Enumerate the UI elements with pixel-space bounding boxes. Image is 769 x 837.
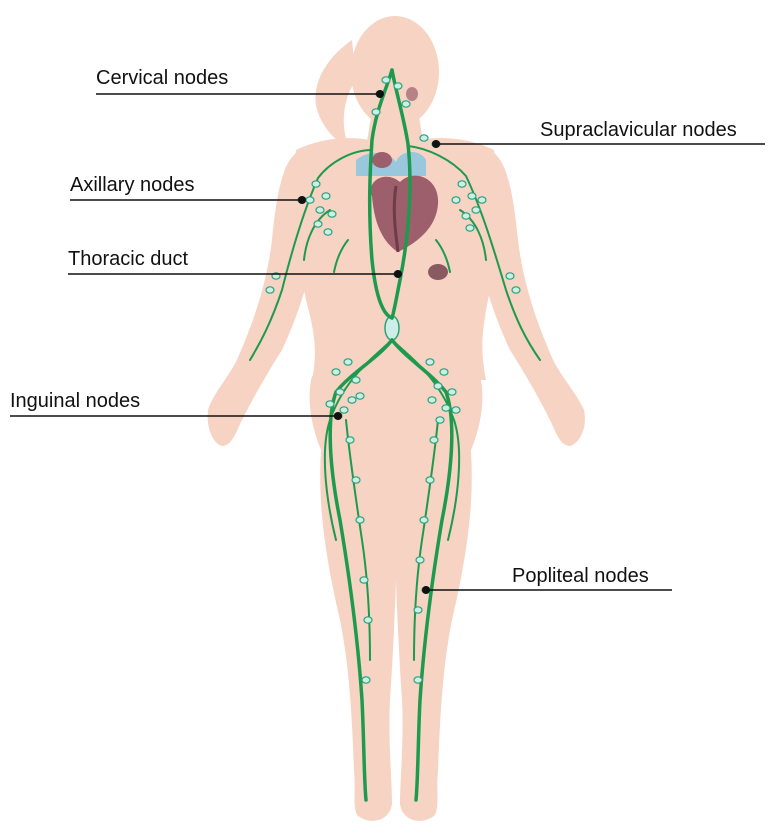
left-arm <box>208 152 314 446</box>
spleen <box>428 264 448 280</box>
lymph-node <box>352 377 360 383</box>
lymph-node <box>434 383 442 389</box>
lymph-node <box>506 273 514 279</box>
tonsil <box>406 87 418 101</box>
lymph-node <box>420 135 428 141</box>
lymph-node <box>372 109 380 115</box>
lymph-node <box>360 577 368 583</box>
lymph-node <box>402 101 410 107</box>
lymph-node <box>266 287 274 293</box>
axillary-leader-dot <box>298 196 306 204</box>
lymph-node <box>316 207 324 213</box>
lymph-node <box>382 77 390 83</box>
lymph-node <box>344 359 352 365</box>
lymph-node <box>466 225 474 231</box>
lymph-node <box>452 407 460 413</box>
supraclavicular-nodes-label: Supraclavicular nodes <box>540 118 737 142</box>
lymph-node <box>512 287 520 293</box>
popliteal-nodes-label: Popliteal nodes <box>512 564 649 588</box>
popliteal-leader-dot <box>422 586 430 594</box>
lymph-node <box>346 437 354 443</box>
lymph-node <box>452 197 460 203</box>
lymph-node <box>430 437 438 443</box>
axillary-nodes-label: Axillary nodes <box>70 173 195 197</box>
lymph-node <box>468 193 476 199</box>
lymph-node <box>356 517 364 523</box>
lymph-node <box>336 389 344 395</box>
lymph-node <box>322 193 330 199</box>
cervical-leader-dot <box>376 90 384 98</box>
lymph-node <box>436 417 444 423</box>
lymph-node <box>426 359 434 365</box>
lymph-node <box>472 207 480 213</box>
left-leg <box>320 440 398 821</box>
ponytail <box>315 40 356 150</box>
lymph-node <box>462 213 470 219</box>
lymph-node <box>478 197 486 203</box>
thymus <box>372 152 392 168</box>
right-leg <box>394 440 472 821</box>
supraclavicular-leader-dot <box>432 140 440 148</box>
lymph-node <box>306 197 314 203</box>
lymph-node <box>340 407 348 413</box>
lymph-node <box>416 557 424 563</box>
lymph-node <box>394 83 402 89</box>
lymph-node <box>414 677 422 683</box>
inguinal-nodes-label: Inguinal nodes <box>10 389 140 413</box>
cervical-nodes-label: Cervical nodes <box>96 66 228 90</box>
lymph-node <box>426 477 434 483</box>
lymph-node <box>314 221 322 227</box>
thoracic-duct-label: Thoracic duct <box>68 247 188 271</box>
lymph-node <box>458 181 466 187</box>
lymph-node <box>364 617 372 623</box>
lymph-node <box>442 405 450 411</box>
lymph-node <box>362 677 370 683</box>
lymph-node <box>324 229 332 235</box>
inguinal-leader-dot <box>334 412 342 420</box>
lymph-node <box>312 181 320 187</box>
thoracic-leader-dot <box>394 270 402 278</box>
body-silhouette <box>208 16 585 821</box>
lymph-node <box>428 397 436 403</box>
lymph-node <box>356 393 364 399</box>
lymph-node <box>332 369 340 375</box>
lymph-node <box>420 517 428 523</box>
lymph-node <box>348 397 356 403</box>
lymph-node <box>448 389 456 395</box>
lymph-node <box>414 607 422 613</box>
lymph-node <box>352 477 360 483</box>
right-arm <box>478 152 585 446</box>
lymph-node <box>440 369 448 375</box>
lymph-node <box>326 401 334 407</box>
lymph-node <box>328 211 336 217</box>
